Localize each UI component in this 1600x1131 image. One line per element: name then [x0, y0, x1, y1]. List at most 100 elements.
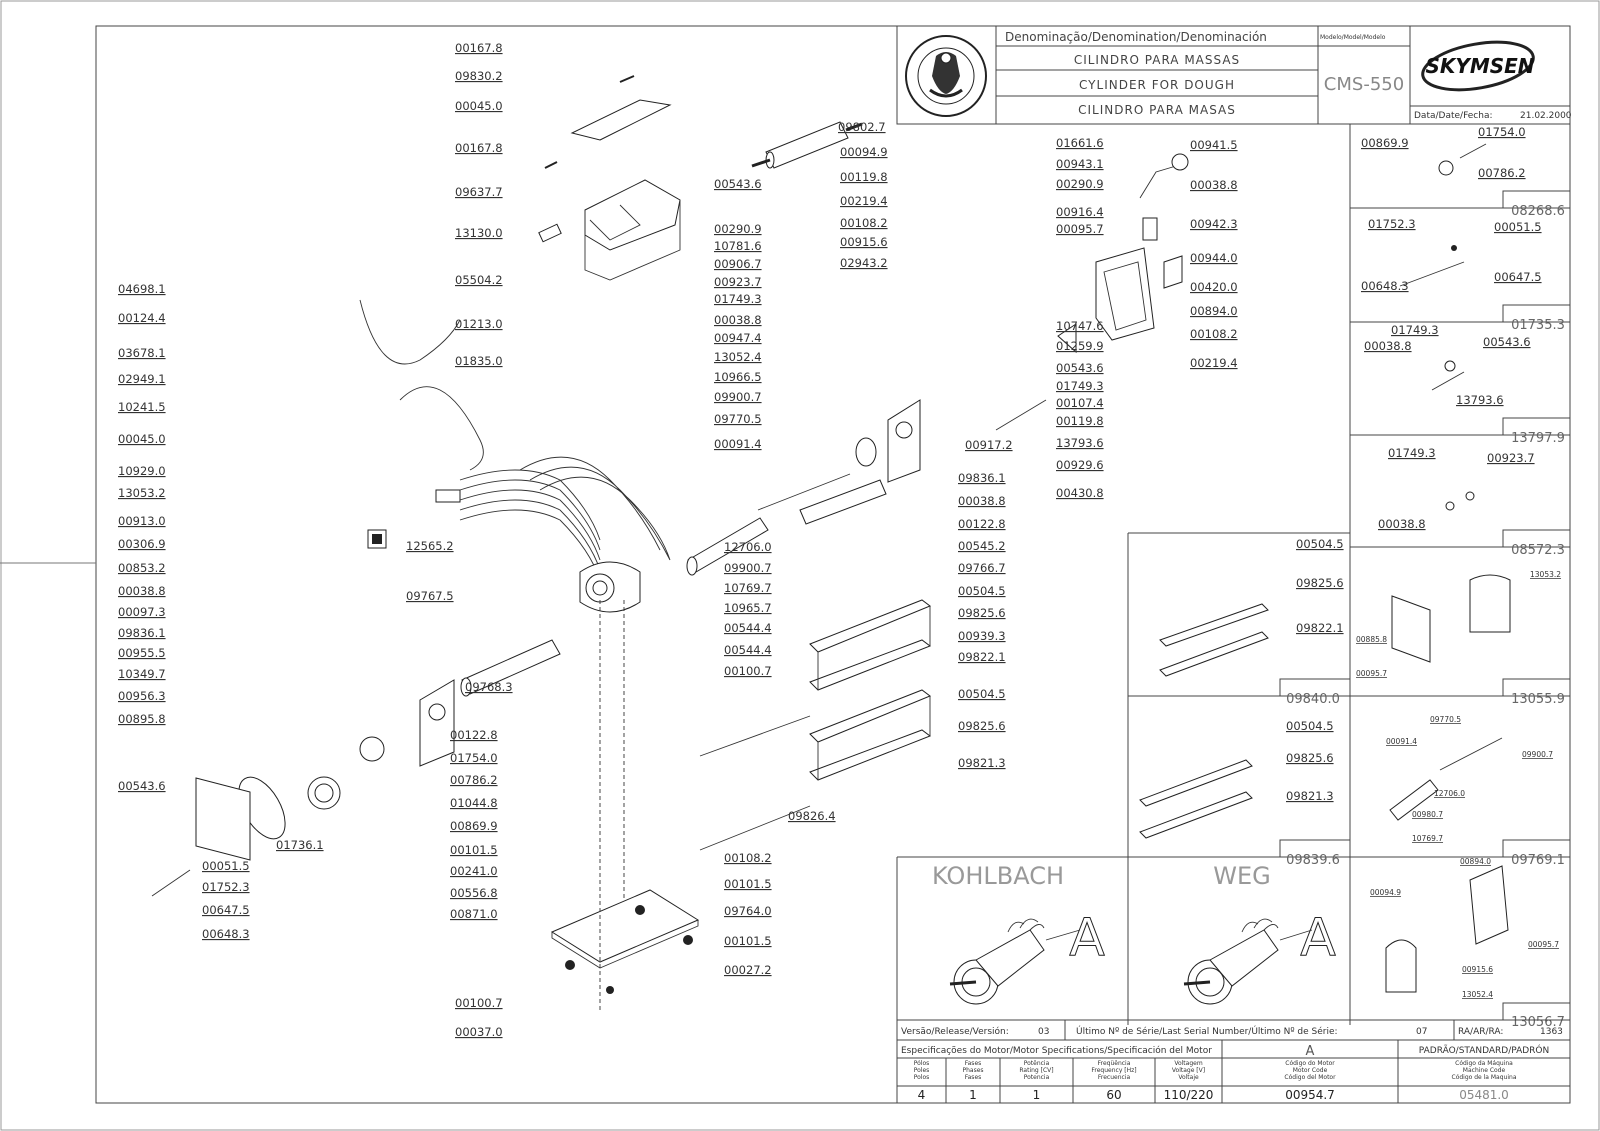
- part-label: 00869.9: [1361, 136, 1409, 150]
- part-label: 00916.4: [1056, 205, 1104, 219]
- part-label: 00939.3: [958, 629, 1006, 643]
- part-label: 00094.9: [1370, 888, 1401, 897]
- part-label: 00038.8: [1378, 517, 1426, 531]
- spec-header: Voltagem: [1174, 1060, 1203, 1067]
- part-label: 03678.1: [118, 346, 166, 360]
- spec-value: 4: [918, 1088, 926, 1102]
- part-label: 00544.4: [724, 621, 772, 635]
- spec-header: Machine Code: [1463, 1067, 1506, 1074]
- part-label: 09822.1: [958, 650, 1006, 664]
- part-label: 00119.8: [840, 170, 888, 184]
- spec-value: 60: [1106, 1088, 1121, 1102]
- part-label: 00871.0: [450, 907, 498, 921]
- part-label: 10966.5: [714, 370, 762, 384]
- kohlbach-label: KOHLBACH: [932, 862, 1064, 890]
- part-label: 00038.8: [714, 313, 762, 327]
- name-en: CYLINDER FOR DOUGH: [1079, 78, 1235, 92]
- detail-box-code: 01735.3: [1511, 318, 1565, 333]
- spec-header: Código do Motor: [1285, 1060, 1335, 1067]
- part-label: 00915.6: [840, 235, 888, 249]
- spec-header: Motor Code: [1293, 1067, 1328, 1074]
- part-label: 09821.3: [1286, 789, 1334, 803]
- weg-code: A: [1300, 908, 1336, 968]
- spec-header: Pólos: [914, 1060, 930, 1067]
- spec-header: Potencia: [1024, 1074, 1050, 1081]
- part-label: 00038.8: [1364, 339, 1412, 353]
- part-label: 02949.1: [118, 372, 166, 386]
- part-label: 01259.9: [1056, 339, 1104, 353]
- detail-box-code: 13055.9: [1511, 692, 1565, 707]
- part-label: 00094.9: [840, 145, 888, 159]
- part-label: 09766.7: [958, 561, 1006, 575]
- part-label: 13053.2: [118, 486, 166, 500]
- detail-box-code: 08572.3: [1511, 543, 1565, 558]
- part-label: 09802.7: [838, 120, 886, 134]
- part-label: 09830.2: [455, 69, 503, 83]
- spec-header: Phases: [962, 1067, 983, 1074]
- part-label: 01752.3: [1368, 217, 1416, 231]
- part-label: 00219.4: [1190, 356, 1238, 370]
- part-label: 09770.5: [1430, 715, 1461, 724]
- part-label: 00917.2: [965, 438, 1013, 452]
- spec-header: Poles: [914, 1067, 930, 1074]
- detail-box-code: 09840.0: [1286, 692, 1340, 707]
- detail-box-code: 09769.1: [1511, 853, 1565, 868]
- part-label: 10241.5: [118, 400, 166, 414]
- part-label: 00051.5: [202, 859, 250, 873]
- spec-header: Frequency [Hz]: [1091, 1067, 1136, 1074]
- spec-header: Polos: [914, 1074, 930, 1081]
- part-label: 00091.4: [714, 437, 762, 451]
- spec-value: 1: [1033, 1088, 1041, 1102]
- part-label: 00037.0: [455, 1025, 503, 1039]
- spec-header: Código de la Maquina: [1452, 1074, 1517, 1081]
- part-label: 00051.5: [1494, 220, 1542, 234]
- part-label: 01835.0: [455, 354, 503, 368]
- part-label: 05504.2: [455, 273, 503, 287]
- part-label: 09825.6: [1296, 576, 1344, 590]
- part-label: 00306.9: [118, 537, 166, 551]
- part-label: 12706.0: [724, 540, 772, 554]
- part-label: 00045.0: [455, 99, 503, 113]
- part-label: 00895.8: [118, 712, 166, 726]
- part-label: 01749.3: [1388, 446, 1436, 460]
- part-label: 00956.3: [118, 689, 166, 703]
- part-label: 00894.0: [1190, 304, 1238, 318]
- spec-header: Voltaje: [1178, 1074, 1199, 1081]
- part-label: 01749.3: [1391, 323, 1439, 337]
- part-label: 00101.5: [724, 934, 772, 948]
- part-label: 10747.6: [1056, 319, 1104, 333]
- part-label: 09822.1: [1296, 621, 1344, 635]
- part-label: 12565.2: [406, 539, 454, 553]
- model-code: CMS-550: [1324, 74, 1404, 95]
- spec-value: 00954.7: [1285, 1088, 1335, 1102]
- part-label: 00124.4: [118, 311, 166, 325]
- part-label: 00545.2: [958, 539, 1006, 553]
- part-label: 00648.3: [1361, 279, 1409, 293]
- part-label: 09825.6: [958, 719, 1006, 733]
- standard-label: PADRÃO/STANDARD/PADRÓN: [1419, 1044, 1550, 1056]
- part-label: 01749.3: [714, 292, 762, 306]
- part-label: 09900.7: [724, 561, 772, 575]
- weg-label: WEG: [1213, 862, 1271, 890]
- version-label: Versão/Release/Versión:: [901, 1026, 1009, 1037]
- part-label: 00980.7: [1412, 810, 1443, 819]
- spec-value: 1: [969, 1088, 977, 1102]
- part-label: 01661.6: [1056, 136, 1104, 150]
- part-label: 00947.4: [714, 331, 762, 345]
- spec-value: 110/220: [1164, 1088, 1214, 1102]
- part-label: 00894.0: [1460, 857, 1491, 866]
- spec-header: Fases: [965, 1060, 982, 1067]
- name-es: CILINDRO PARA MASAS: [1078, 103, 1236, 117]
- part-label: 00241.0: [450, 864, 498, 878]
- part-label: 00108.2: [1190, 327, 1238, 341]
- drawing-frame: [95, 25, 1571, 1104]
- part-label: 13130.0: [455, 226, 503, 240]
- part-label: 00504.5: [1286, 719, 1334, 733]
- title-block: Denominação/Denomination/Denominación CI…: [896, 25, 1572, 125]
- model-label: Modelo/Model/Modelo: [1320, 34, 1386, 41]
- part-label: 01752.3: [202, 880, 250, 894]
- skymsen-logo: SKYMSEN: [1421, 40, 1535, 92]
